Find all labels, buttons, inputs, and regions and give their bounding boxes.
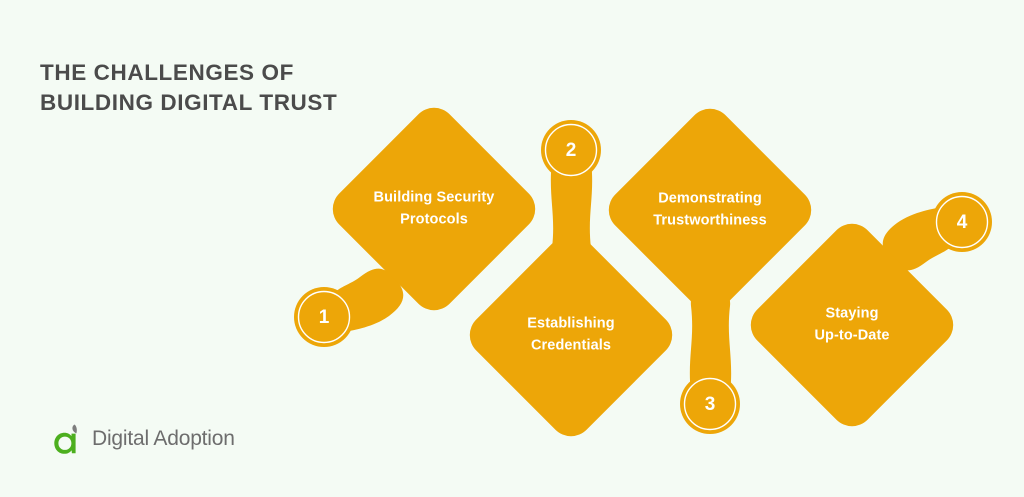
step-3-shape[interactable] bbox=[599, 99, 821, 434]
brand-name: Digital Adoption bbox=[92, 427, 235, 450]
page-title-line-2: BUILDING DIGITAL TRUST bbox=[40, 89, 338, 115]
step-4-shape[interactable] bbox=[741, 192, 992, 436]
step-2-badge-ring bbox=[544, 123, 598, 177]
step-4-badge-circle bbox=[932, 192, 992, 252]
step-2-badge-circle bbox=[541, 120, 601, 180]
step-1-badge-ring bbox=[297, 290, 351, 344]
page-title-line-1: THE CHALLENGES OF bbox=[40, 60, 294, 85]
step-3-connector-stem bbox=[689, 285, 732, 394]
step-3-badge-circle bbox=[680, 374, 740, 434]
page-title: THE CHALLENGES OF BUILDING DIGITAL TRUST bbox=[40, 58, 460, 117]
brand-logo[interactable]: Digital Adoption bbox=[52, 422, 235, 456]
step-1-badge-circle bbox=[294, 287, 354, 347]
step-4-badge-ring bbox=[935, 195, 989, 249]
digital-adoption-a-logo-icon bbox=[54, 424, 77, 454]
step-3-badge-ring bbox=[683, 377, 737, 431]
step-2-shape[interactable] bbox=[460, 120, 682, 446]
step-1-shape[interactable] bbox=[294, 98, 545, 347]
